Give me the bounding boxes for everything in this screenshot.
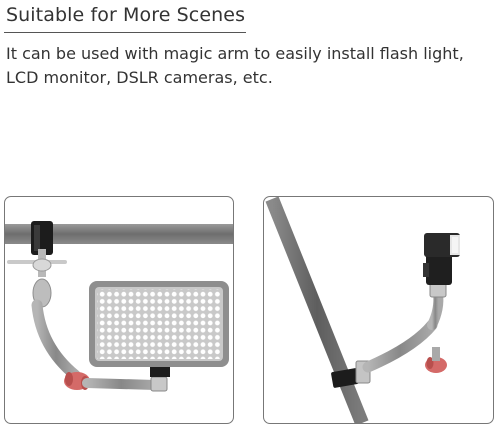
camera-flash: [426, 253, 452, 285]
magic-arm: [362, 319, 438, 373]
title-underline: [4, 32, 246, 33]
horizontal-bar: [5, 224, 233, 244]
section-title: Suitable for More Scenes: [6, 4, 246, 26]
led-light-scene-image: [4, 196, 234, 424]
flash-scene-image: [263, 196, 494, 424]
super-clamp: [331, 368, 359, 388]
description-text: It can be used with magic arm to easily …: [6, 44, 464, 87]
diagonal-pole: [265, 197, 369, 423]
magic-arm: [31, 299, 81, 381]
